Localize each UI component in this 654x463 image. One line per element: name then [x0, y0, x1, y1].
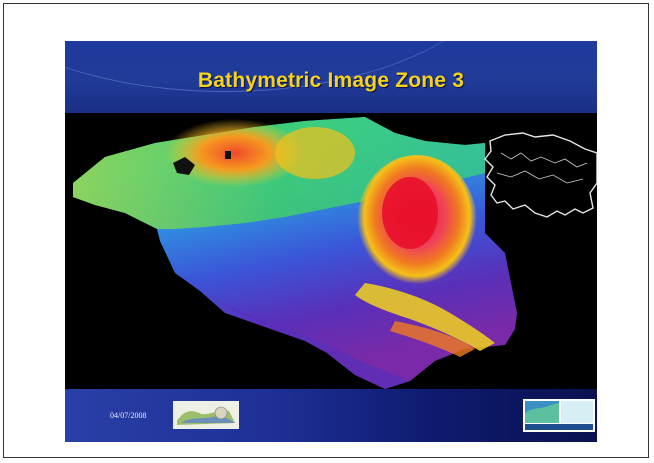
bathymetric-map-svg: [73, 117, 597, 389]
slide-title: Bathymetric Image Zone 3: [197, 69, 465, 92]
coastline: [484, 132, 597, 218]
page-frame: Bathymetric Image Zone 3: [3, 3, 649, 458]
orange-ridge: [390, 321, 475, 357]
footer-date: 04/07/2008: [110, 411, 147, 420]
lower-slope: [200, 291, 410, 389]
slide: Bathymetric Image Zone 3: [65, 41, 597, 442]
gsi-logo-icon: [173, 401, 239, 429]
footer-band: 04/07/2008: [65, 389, 597, 442]
inlet: [173, 157, 195, 175]
yellow-ridge: [355, 283, 495, 351]
marine-institute-logo-icon: [523, 399, 595, 432]
bathymetric-map: [65, 113, 597, 389]
title-band: Bathymetric Image Zone 3: [65, 41, 597, 113]
